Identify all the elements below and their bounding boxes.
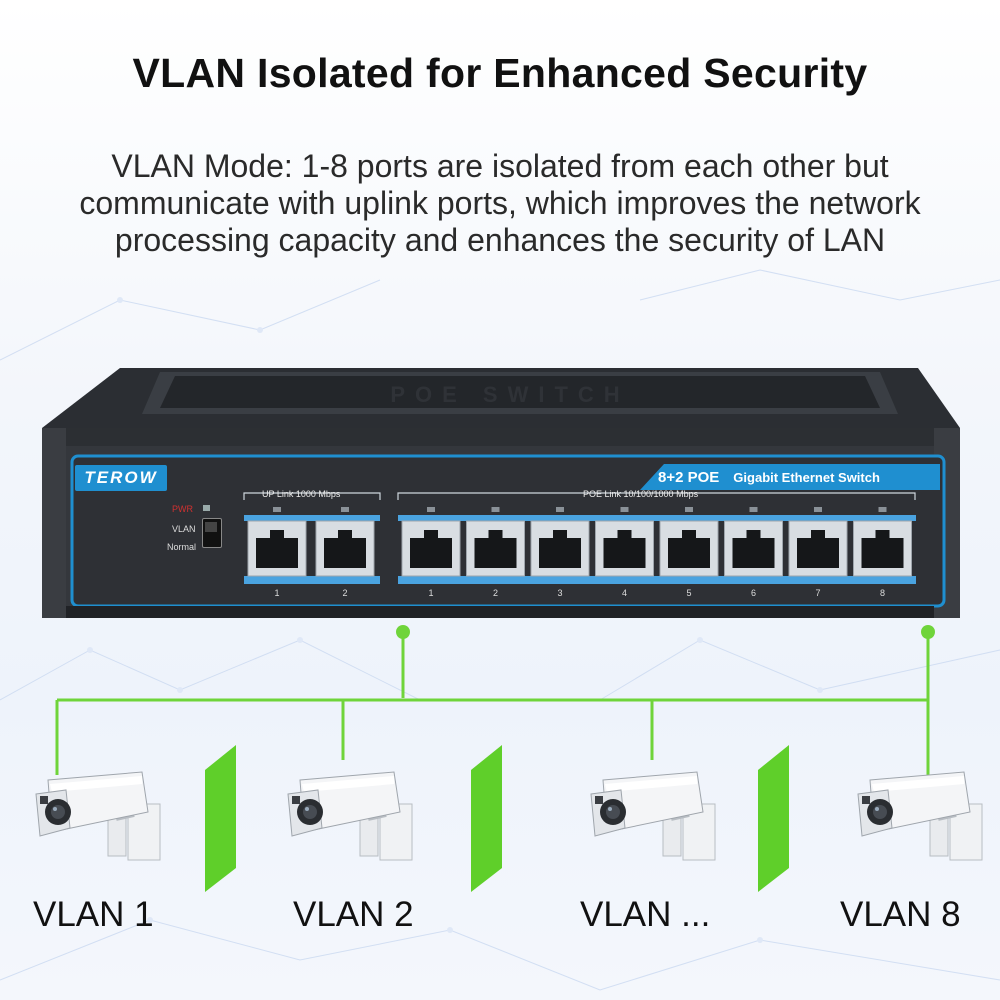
security-camera-icon <box>30 770 170 875</box>
vlan-caption-3: VLAN ... <box>580 895 711 934</box>
description-text: VLAN Mode: 1-8 ports are isolated from e… <box>79 148 921 258</box>
security-camera-icon <box>282 770 422 875</box>
isolation-divider <box>471 745 502 892</box>
headline: VLAN Isolated for Enhanced Security <box>132 50 868 96</box>
security-camera-icon <box>852 770 992 875</box>
isolation-divider <box>205 745 236 892</box>
security-camera-icon <box>585 770 725 875</box>
poe-connection-dot <box>921 625 935 639</box>
vlan-caption-2: VLAN 2 <box>293 895 414 934</box>
isolation-divider <box>758 745 789 892</box>
uplink-connection-dot <box>396 625 410 639</box>
vlan-caption-8: VLAN 8 <box>840 895 961 934</box>
vlan-caption-1: VLAN 1 <box>33 895 154 934</box>
